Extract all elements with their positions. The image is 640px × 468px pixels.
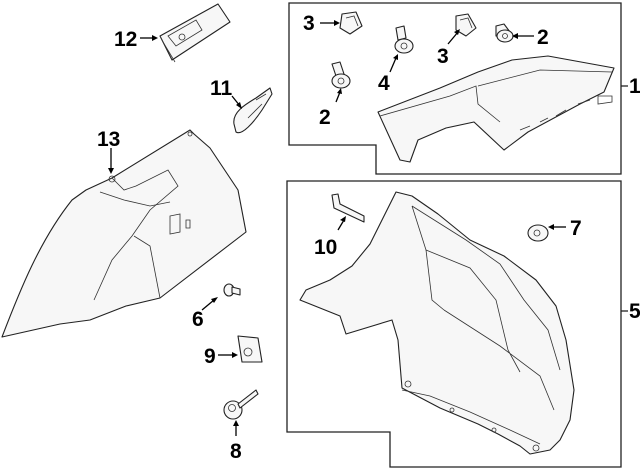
leader-arrows bbox=[108, 20, 566, 436]
group-frame-upper bbox=[288, 2, 622, 175]
callout-8: 8 bbox=[230, 440, 242, 463]
callout-7: 7 bbox=[570, 217, 582, 240]
clip-part-3a[interactable] bbox=[339, 11, 363, 35]
push-retainer-part-7[interactable] bbox=[527, 224, 549, 242]
lamp-part[interactable] bbox=[159, 3, 231, 63]
lower-trim-panel-part[interactable] bbox=[299, 191, 575, 455]
callout-13: 13 bbox=[97, 128, 120, 151]
callout-3b: 3 bbox=[437, 45, 449, 68]
callout-3a: 3 bbox=[303, 12, 315, 35]
bolt-part-6[interactable] bbox=[223, 283, 241, 297]
callout-11: 11 bbox=[210, 77, 233, 100]
screw-part-8[interactable] bbox=[223, 389, 259, 420]
callout-1: 1 bbox=[629, 75, 640, 98]
group-frame-lower bbox=[286, 180, 622, 468]
clip-part-3b[interactable] bbox=[455, 13, 477, 37]
push-retainer-part-2a[interactable] bbox=[331, 61, 351, 89]
push-retainer-part-2b[interactable] bbox=[495, 23, 514, 43]
retainer-part-4[interactable] bbox=[394, 25, 414, 54]
nut-part-9[interactable] bbox=[237, 335, 263, 363]
bracket-part[interactable] bbox=[331, 193, 365, 223]
callout-9: 9 bbox=[204, 345, 216, 368]
callout-6: 6 bbox=[192, 308, 204, 331]
wheelhouse-trim-part[interactable] bbox=[1, 129, 247, 338]
callout-2b: 2 bbox=[537, 26, 549, 49]
callout-5: 5 bbox=[629, 300, 640, 323]
callout-4: 4 bbox=[378, 72, 390, 95]
hook-part[interactable] bbox=[233, 87, 273, 134]
callout-2a: 2 bbox=[319, 106, 331, 129]
callout-10: 10 bbox=[314, 236, 337, 259]
upper-trim-panel-part[interactable] bbox=[377, 55, 615, 163]
callout-12: 12 bbox=[114, 28, 137, 51]
